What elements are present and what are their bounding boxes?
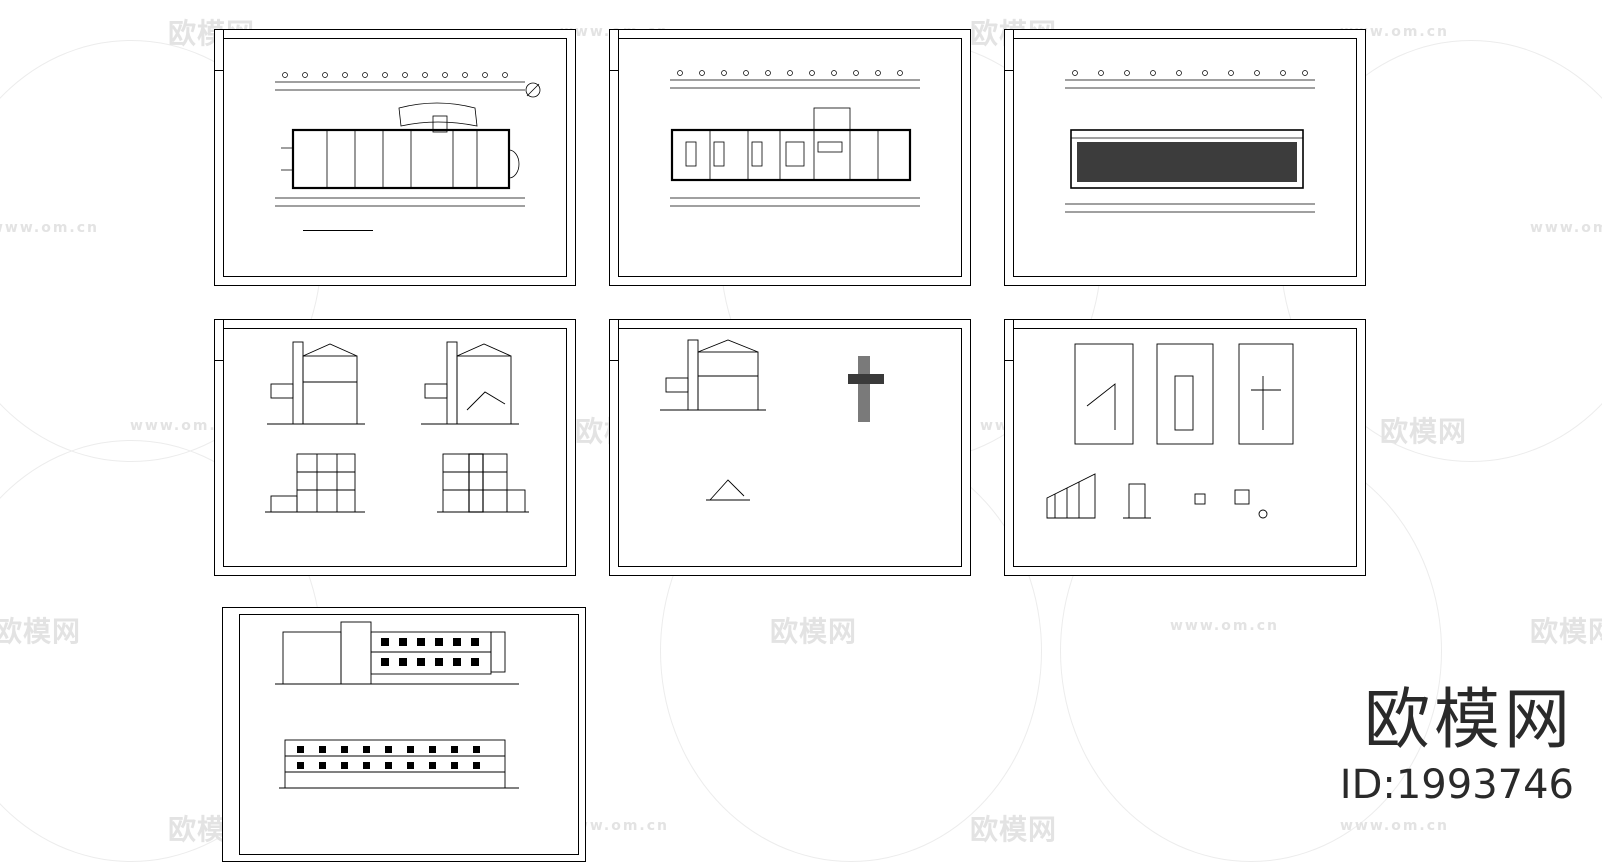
sheet-inner-frame [1013, 38, 1357, 277]
roof-plan-axis-marks [1072, 70, 1308, 76]
stair-tower-glazing [468, 453, 484, 513]
sheet-inner-frame [618, 328, 962, 567]
drawing-sheet-front-and-rear-elevations[interactable] [222, 607, 586, 862]
first-floor-plan-axis-marks [282, 72, 508, 231]
watermark-url: www.om.cn [1170, 618, 1280, 634]
rear-elevation-windows [297, 746, 480, 769]
brand-id: ID:1993746 [1339, 762, 1574, 808]
sections-and-side-elevations-drawing [265, 341, 529, 513]
watermark-url: www.om.cn [0, 220, 100, 236]
roof-hatch [1077, 142, 1297, 182]
roof-plan-drawing [1065, 70, 1315, 213]
stair-details-drawing [1046, 343, 1294, 519]
sheet-inner-frame [223, 38, 567, 277]
front-elevation-windows [381, 638, 479, 666]
sheet-inner-frame [223, 328, 567, 567]
watermark-brand: 欧模网 [1530, 615, 1602, 648]
sheet-inner-frame [239, 614, 579, 855]
slab-detail-hatch [848, 374, 884, 384]
front-and-rear-elevations-drawing [275, 621, 519, 789]
watermark-url: www.om.cn [1340, 818, 1450, 834]
drawing-sheet-sections-and-side-elevations[interactable] [214, 319, 576, 576]
drawing-sheet-second-floor-plan[interactable] [609, 29, 971, 286]
brand-overlay: 欧模网 ID:1993746 [1339, 681, 1574, 808]
wall-detail-hatch [858, 356, 870, 422]
brand-name: 欧模网 [1364, 681, 1574, 758]
first-floor-plan-drawing [275, 72, 541, 231]
drawing-sheet-roof-plan[interactable] [1004, 29, 1366, 286]
section-and-details-drawing [660, 339, 884, 501]
watermark-brand: 欧模网 [1380, 415, 1468, 448]
sheet-inner-frame [618, 38, 962, 277]
watermark-brand: 欧模网 [770, 615, 858, 648]
second-floor-plan-axis-marks [677, 70, 903, 76]
drawing-sheet-first-floor-plan[interactable] [214, 29, 576, 286]
watermark-brand: 欧模网 [970, 813, 1058, 846]
watermark-url: www.om.cn [1530, 220, 1602, 236]
sheet-inner-frame [1013, 328, 1357, 567]
second-floor-plan-drawing [670, 70, 920, 207]
drawing-sheet-section-and-details[interactable] [609, 319, 971, 576]
drawing-sheet-stair-details[interactable] [1004, 319, 1366, 576]
watermark-brand: 欧模网 [0, 615, 82, 648]
